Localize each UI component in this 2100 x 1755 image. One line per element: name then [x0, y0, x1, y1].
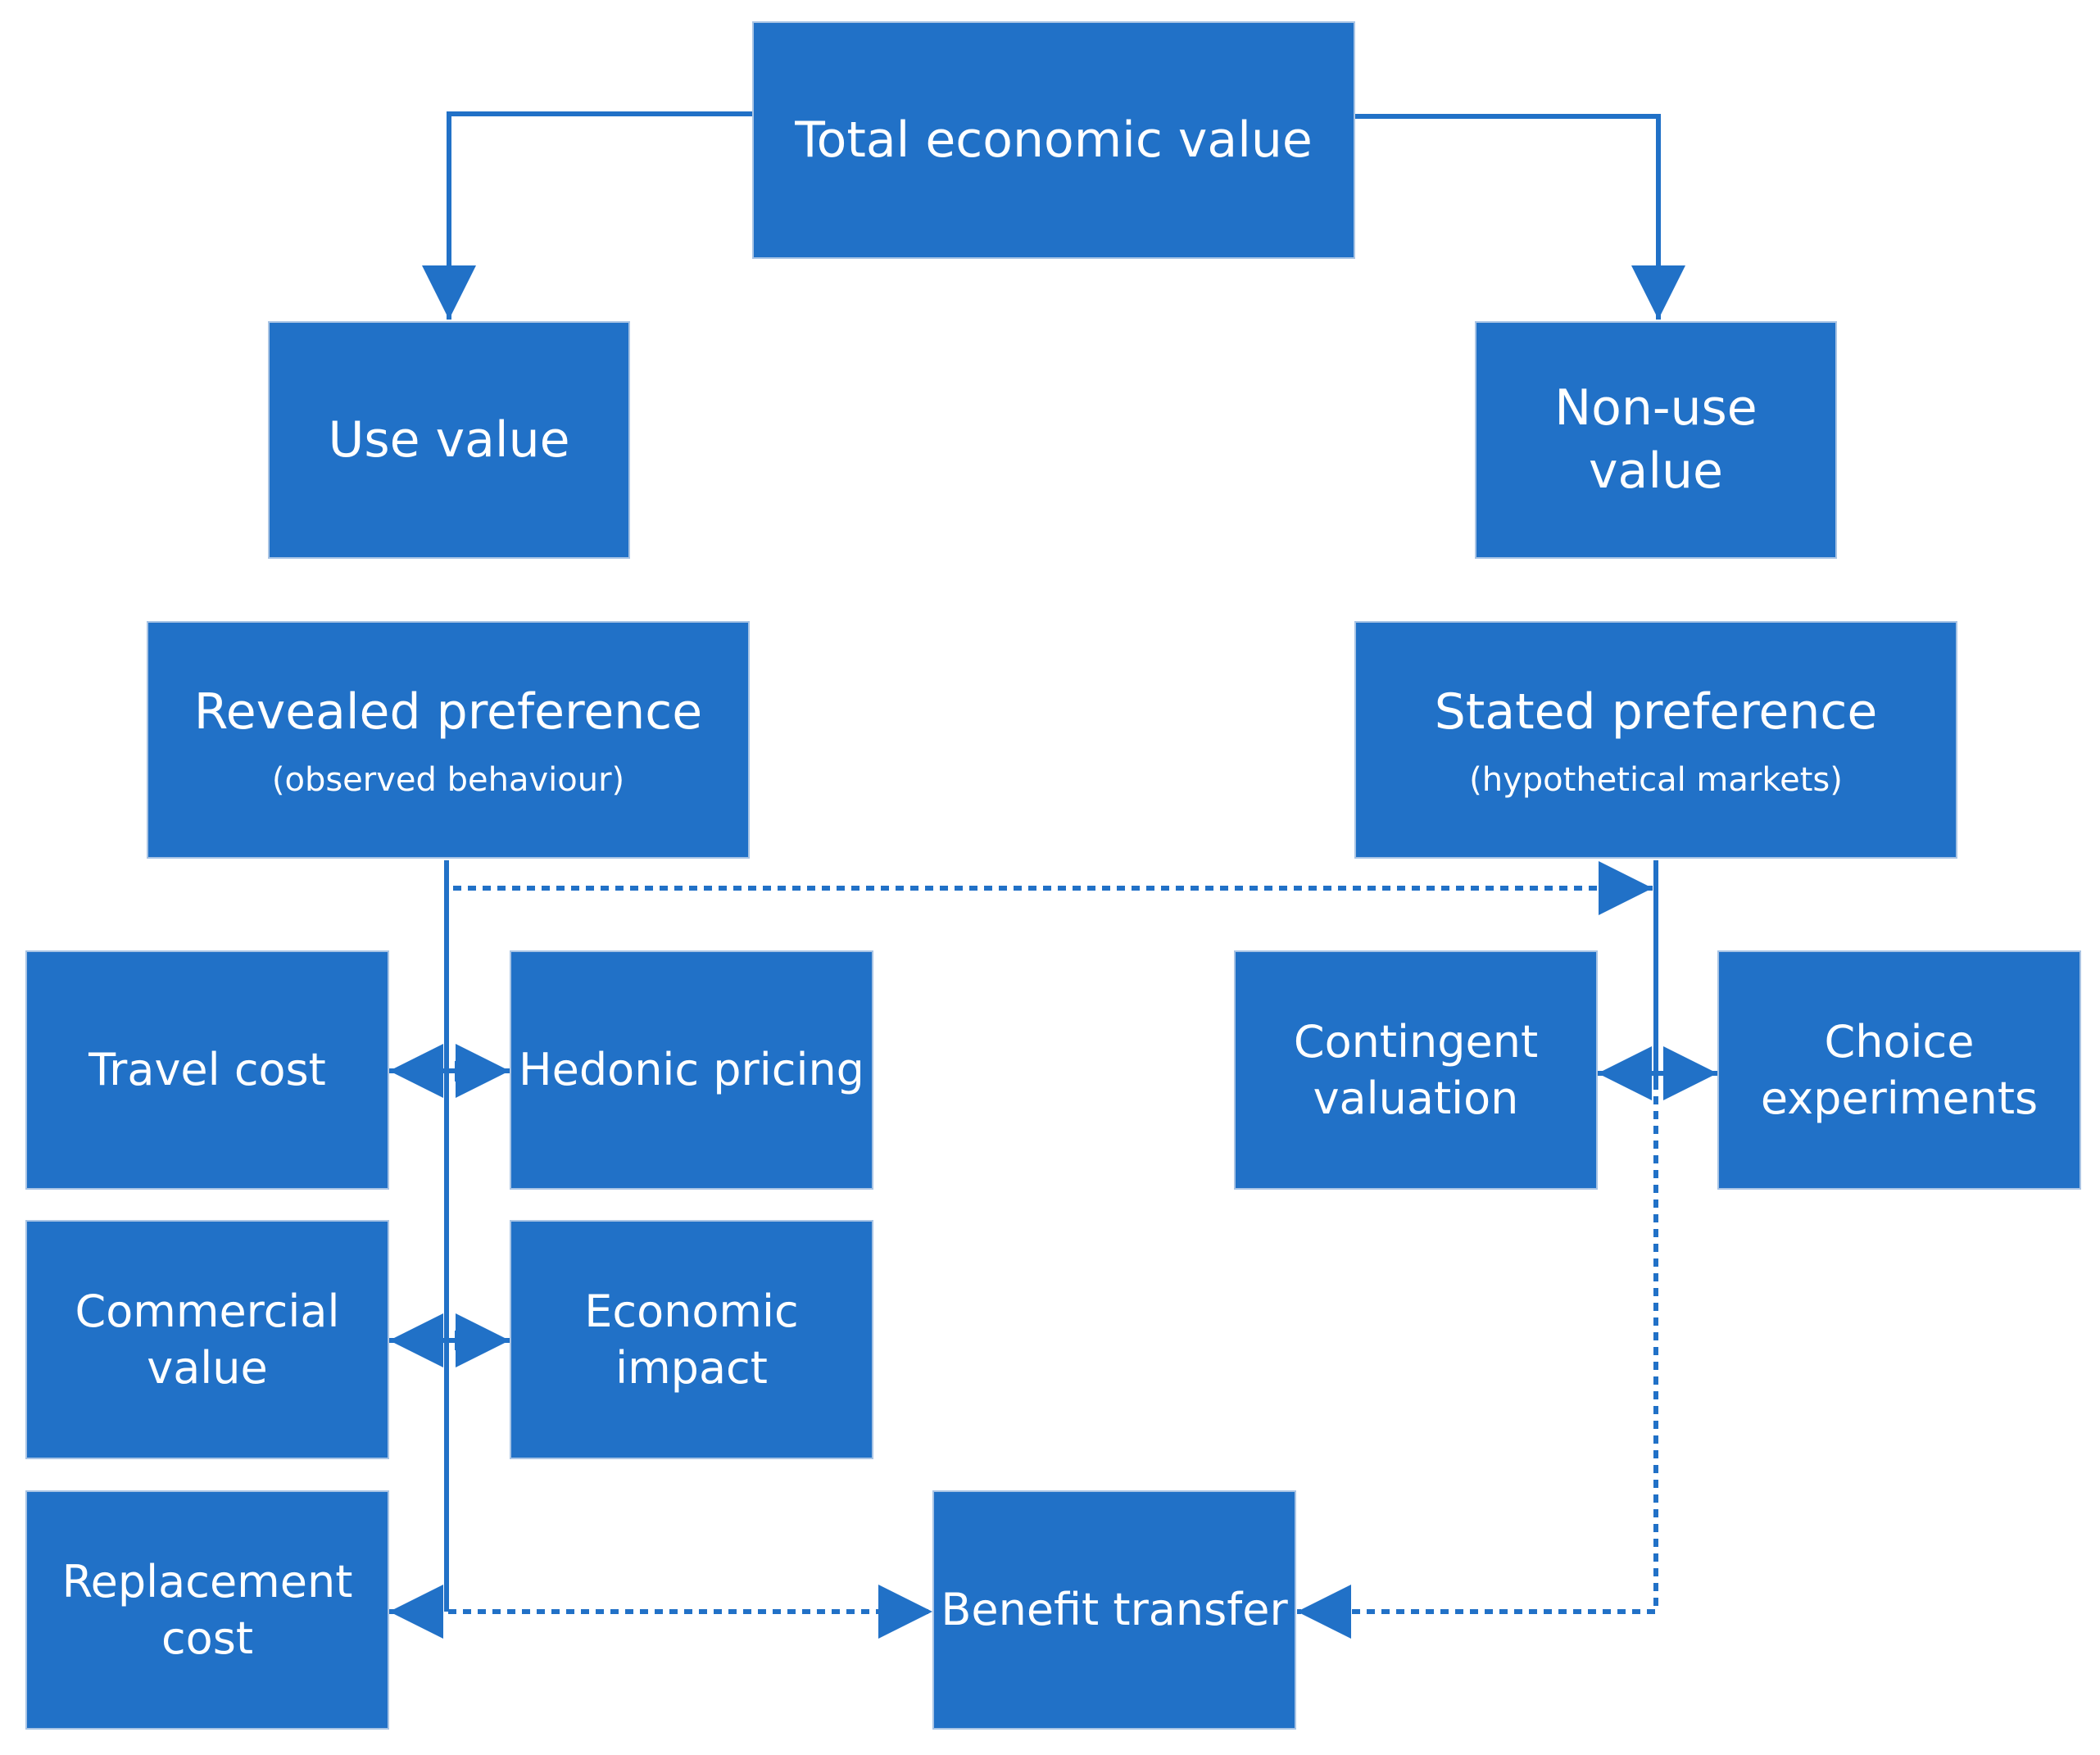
node-choice-experiments: Choice experiments	[1717, 950, 2081, 1190]
node-label: Economic impact	[584, 1285, 799, 1394]
node-label: Choice experiments	[1760, 1015, 2039, 1124]
node-commercial-value: Commercial value	[25, 1220, 389, 1459]
node-label: Replacement cost	[61, 1555, 353, 1664]
node-label: Revealed preference	[193, 682, 703, 741]
node-revealed-preference: Revealed preference (observed behaviour)	[147, 621, 750, 859]
node-non-use-value: Non-use value	[1475, 321, 1837, 559]
connector-total-to-use	[422, 111, 752, 320]
connector-stated-to-benefit	[1297, 1082, 1658, 1639]
node-sublabel: (hypothetical markets)	[1469, 761, 1843, 800]
node-label: Use value	[328, 410, 570, 469]
node-label: Stated preference	[1434, 682, 1878, 741]
node-label: Total economic value	[795, 111, 1313, 169]
node-economic-impact: Economic impact	[510, 1220, 873, 1459]
node-travel-cost: Travel cost	[25, 950, 389, 1190]
node-stated-preference: Stated preference (hypothetical markets)	[1354, 621, 1957, 859]
node-benefit-transfer: Benefit transfer	[932, 1490, 1296, 1730]
node-total-economic-value: Total economic value	[752, 21, 1355, 259]
node-contingent-valuation: Contingent valuation	[1234, 950, 1598, 1190]
connector-total-to-nonuse	[1354, 114, 1685, 320]
node-label: Travel cost	[88, 1044, 326, 1096]
tick-left-2	[433, 1331, 460, 1350]
tick-left-1	[433, 1061, 460, 1082]
node-hedonic-pricing: Hedonic pricing	[510, 950, 873, 1190]
node-label: Commercial value	[75, 1285, 340, 1394]
node-label: Hedonic pricing	[519, 1044, 864, 1096]
node-label: Non-use value	[1554, 379, 1758, 500]
node-replacement-cost: Replacement cost	[25, 1490, 389, 1730]
node-label: Benefit transfer	[941, 1584, 1288, 1636]
node-sublabel: (observed behaviour)	[271, 761, 625, 800]
node-use-value: Use value	[268, 321, 630, 559]
node-label: Contingent valuation	[1293, 1015, 1539, 1124]
tick-right-1	[1643, 1063, 1669, 1083]
